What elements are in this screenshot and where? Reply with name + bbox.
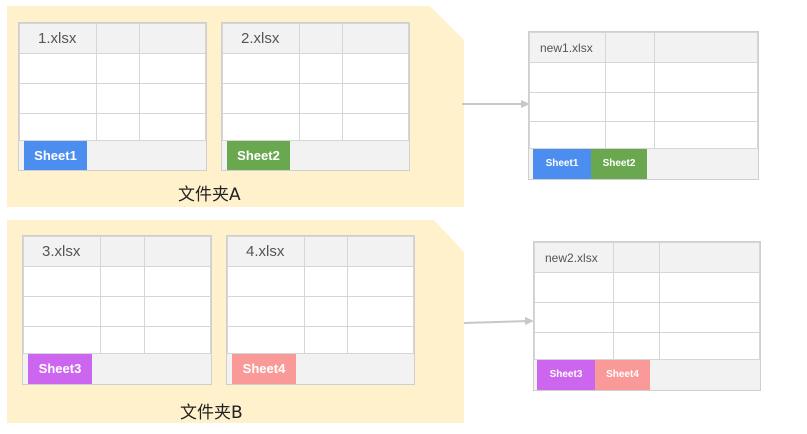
workbook-1: 1.xlsx Sheet1 — [18, 22, 207, 171]
sheet-tab-bar: Sheet1 Sheet2 — [529, 148, 758, 179]
cell — [227, 326, 305, 357]
workbook-3: 3.xlsx Sheet3 — [22, 235, 212, 385]
cell — [605, 92, 655, 122]
cell — [605, 32, 655, 63]
cell — [139, 53, 206, 84]
cell — [659, 332, 760, 363]
cell — [304, 236, 348, 267]
workbook-filename: new2.xlsx — [534, 242, 614, 273]
cell — [100, 266, 145, 297]
cell — [299, 23, 343, 54]
cell — [139, 23, 206, 54]
cell — [605, 121, 655, 152]
cell — [96, 83, 140, 114]
cell — [23, 326, 101, 357]
cell — [613, 302, 660, 333]
cell — [299, 113, 343, 144]
workbook-filename: 3.xlsx — [23, 236, 101, 267]
folder-a-label: 文件夹A — [178, 185, 241, 205]
cell — [19, 83, 97, 114]
cell — [23, 266, 101, 297]
cell — [347, 326, 414, 357]
cell — [342, 53, 409, 84]
merge-arrow-b — [464, 317, 534, 325]
cell — [342, 23, 409, 54]
sheet-tab-bar: Sheet4 — [227, 353, 414, 384]
cell — [613, 272, 660, 303]
sheet-tab[interactable]: Sheet1 — [24, 141, 87, 170]
cell — [613, 242, 660, 273]
sheet-tab[interactable]: Sheet3 — [28, 354, 92, 384]
cell — [222, 53, 300, 84]
cell — [659, 302, 760, 333]
cell — [659, 272, 760, 303]
sheet-tab[interactable]: Sheet4 — [232, 354, 296, 384]
cell — [654, 32, 758, 63]
cell — [100, 236, 145, 267]
cell — [100, 326, 145, 357]
merge-arrow-a — [462, 100, 530, 108]
cell — [654, 92, 758, 122]
cell — [347, 266, 414, 297]
cell — [227, 266, 305, 297]
output-workbook-1: new1.xlsx Sheet1 Sheet2 — [528, 31, 759, 180]
cell — [96, 23, 140, 54]
workbook-filename: new1.xlsx — [529, 32, 606, 63]
cell — [347, 296, 414, 327]
cell — [144, 326, 211, 357]
workbook-4: 4.xlsx Sheet4 — [226, 235, 415, 385]
sheet-tab-bar: Sheet3 — [23, 353, 211, 384]
sheet-tab[interactable]: Sheet1 — [533, 149, 591, 179]
cell — [144, 266, 211, 297]
cell — [529, 121, 606, 152]
cell — [304, 326, 348, 357]
cell — [144, 236, 211, 267]
sheet-tab-bar: Sheet3 Sheet4 — [534, 359, 760, 390]
cell — [304, 266, 348, 297]
workbook-filename: 1.xlsx — [19, 23, 97, 54]
cell — [304, 296, 348, 327]
cell — [659, 242, 760, 273]
cell — [342, 113, 409, 144]
sheet-tab[interactable]: Sheet2 — [227, 141, 290, 170]
sheet-tab-bar: Sheet1 — [19, 140, 206, 170]
cell — [534, 272, 614, 303]
cell — [96, 53, 140, 84]
cell — [605, 62, 655, 93]
output-workbook-2: new2.xlsx Sheet3 Sheet4 — [533, 241, 761, 391]
cell — [534, 302, 614, 333]
cell — [144, 296, 211, 327]
cell — [19, 53, 97, 84]
cell — [139, 113, 206, 144]
cell — [654, 62, 758, 93]
cell — [19, 113, 97, 144]
cell — [96, 113, 140, 144]
cell — [222, 113, 300, 144]
sheet-tab-bar: Sheet2 — [222, 140, 409, 170]
cell — [529, 62, 606, 93]
cell — [347, 236, 414, 267]
sheet-tab[interactable]: Sheet3 — [537, 360, 595, 390]
cell — [227, 296, 305, 327]
sheet-tab[interactable]: Sheet4 — [595, 360, 650, 390]
folder-b-label: 文件夹B — [180, 403, 243, 423]
cell — [100, 296, 145, 327]
cell — [529, 92, 606, 122]
cell — [299, 53, 343, 84]
cell — [23, 296, 101, 327]
workbook-2: 2.xlsx Sheet2 — [221, 22, 410, 171]
workbook-filename: 4.xlsx — [227, 236, 305, 267]
cell — [139, 83, 206, 114]
workbook-filename: 2.xlsx — [222, 23, 300, 54]
cell — [342, 83, 409, 114]
cell — [299, 83, 343, 114]
cell — [654, 121, 758, 152]
cell — [222, 83, 300, 114]
cell — [613, 332, 660, 363]
sheet-tab[interactable]: Sheet2 — [591, 149, 647, 179]
cell — [534, 332, 614, 363]
